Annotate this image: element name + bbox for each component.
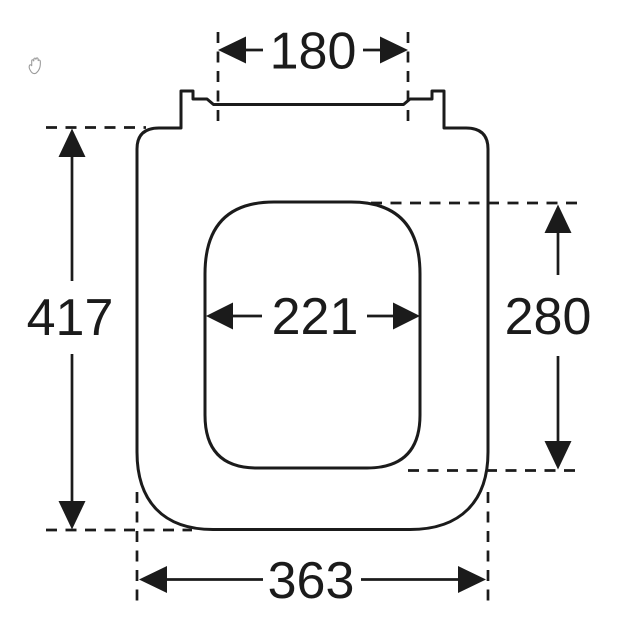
seat-outline <box>135 89 490 531</box>
dimension-label-overall-depth: 417 <box>27 289 114 347</box>
dimension-inner-width: 221 <box>206 288 420 346</box>
arrow-up-icon <box>58 128 86 157</box>
grab-hand-icon <box>28 57 41 75</box>
arrow-right-icon <box>380 36 408 64</box>
dimension-inner-depth: 280 <box>371 201 592 472</box>
arrow-down-icon <box>58 501 86 530</box>
arrow-right-icon <box>458 566 486 593</box>
seat-outer-contour <box>135 89 490 531</box>
arrow-down-icon <box>544 441 572 470</box>
arrow-up-icon <box>544 204 572 233</box>
dimension-label-hinge-distance: 180 <box>270 23 357 81</box>
dimension-overall-depth: 417 <box>27 126 192 532</box>
arrow-left-icon <box>218 36 246 64</box>
arrow-right-icon <box>393 302 420 330</box>
arrow-left-icon <box>139 566 167 593</box>
seat-inner-ring <box>203 200 422 470</box>
arrow-left-icon <box>206 302 233 330</box>
dimension-hinge-distance: 180 <box>216 23 410 124</box>
dimension-overall-width: 363 <box>135 492 490 610</box>
dimension-label-inner-width: 221 <box>272 288 359 346</box>
dimension-label-overall-width: 363 <box>268 552 355 610</box>
dimension-label-inner-depth: 280 <box>505 288 592 346</box>
